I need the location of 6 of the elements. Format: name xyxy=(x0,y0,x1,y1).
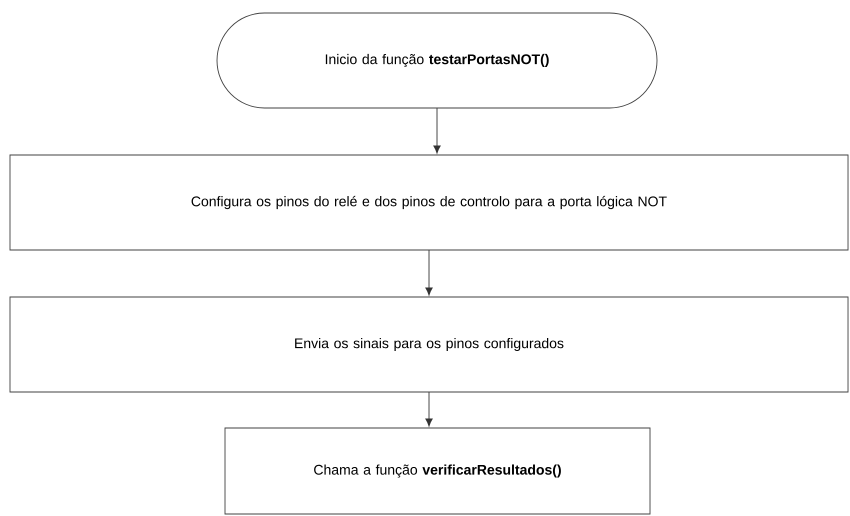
arrow xyxy=(425,392,433,426)
process-box: Envia os sinais para os pinos configurados xyxy=(10,296,848,392)
arrow xyxy=(425,250,433,296)
process-box: Configura os pinos do relé e dos pinos de controlo para a porta lógica NOT xyxy=(10,154,848,250)
process-box: Chama a função verificarResultados() xyxy=(224,428,650,514)
arrow xyxy=(433,108,441,154)
